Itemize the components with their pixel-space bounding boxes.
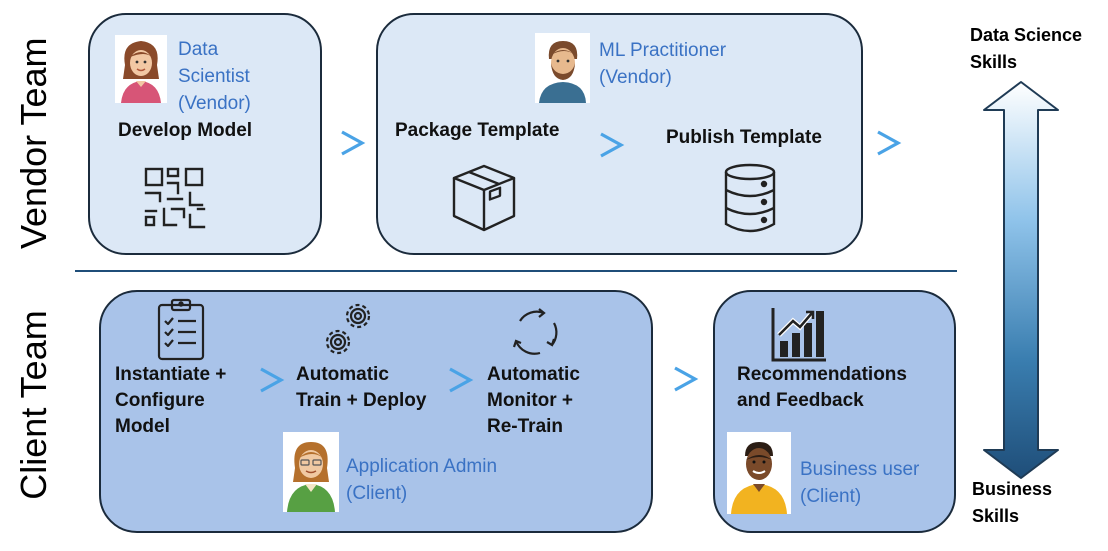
bar-chart-trend-icon [770,305,828,363]
business-user-role: Business user (Client) [800,459,920,507]
ml-practitioner-avatar [535,33,590,103]
database-icon [720,162,780,236]
application-admin-avatar [283,432,339,512]
monitor-retrain-step: Automatic Monitor + Re-Train [487,364,580,437]
data-science-skills-label: Data Science Skills [970,25,1083,72]
develop-model-step: Develop Model [118,120,253,141]
data-scientist-role: Data Scientist (Vendor) [178,39,251,114]
package-box-icon [450,162,518,234]
template-panel [376,13,863,255]
business-skills-label: Business Skills [972,479,1053,526]
clipboard-checklist-icon [156,297,206,361]
vendor-team-label: Vendor Team [13,37,54,249]
instantiate-configure-step: Instantiate + Configure Model [115,364,227,437]
chevron-right-icon [600,132,625,158]
application-admin-role: Application Admin (Client) [346,456,498,504]
qr-code-icon [142,165,210,231]
data-scientist-avatar [115,35,167,103]
gears-icon [320,298,378,360]
business-panel [713,290,956,533]
chevron-right-icon [674,366,699,392]
business-user-avatar [727,432,791,514]
client-workflow-panel [99,290,653,533]
chevron-right-icon [260,367,285,393]
team-divider [75,270,957,272]
chevron-right-icon [449,367,474,393]
skills-double-arrow [980,80,1062,480]
ml-practitioner-role: ML Practitioner (Vendor) [599,40,727,88]
recommendations-feedback-step: Recommendations and Feedback [737,364,907,411]
client-team-label: Client Team [13,310,54,500]
publish-template-step: Publish Template [666,127,822,148]
refresh-cycle-icon [508,305,562,359]
chevron-right-icon [341,130,366,156]
package-template-step: Package Template [395,120,560,141]
chevron-right-icon [877,130,902,156]
train-deploy-step: Automatic Train + Deploy [296,364,427,411]
